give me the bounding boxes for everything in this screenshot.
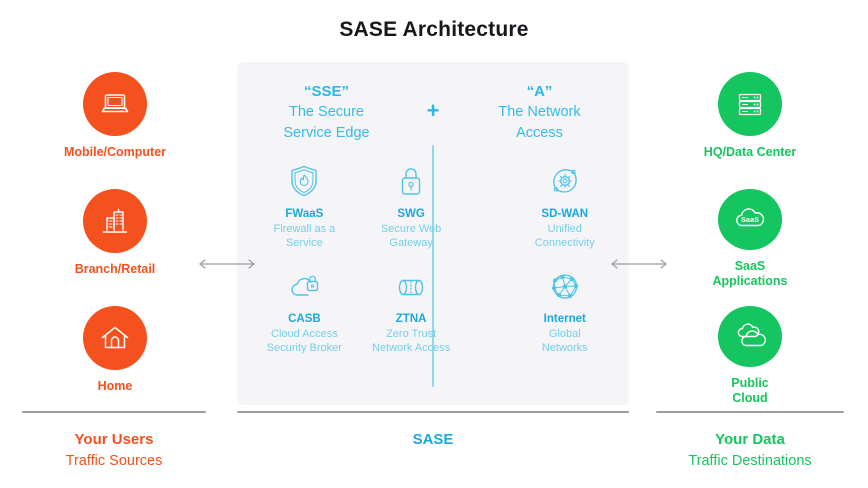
tile-desc: Cloud Access Security Broker [266,328,342,355]
tile-sd-wan[interactable]: SD-WAN Unified Connectivity [501,162,630,250]
node-mobile-computer[interactable]: Mobile/Computer [30,72,200,172]
tile-name: Internet [543,313,586,326]
gear-orbit-icon [501,162,630,200]
tile-swg[interactable]: SWG Secure Web Gateway [358,162,465,250]
tunnel-icon [358,267,465,305]
traffic-destinations-column: HQ/Data Center SaaS SaaS Applications Pu… [650,72,850,406]
node-hq-data-center[interactable]: HQ/Data Center [665,72,835,172]
tile-fwaas[interactable]: FWaaS Firewall as a Service [251,162,358,250]
cloud-lock-icon [251,267,358,305]
footer-title: Your Data [715,431,785,448]
tile-desc: Secure Web Gateway [380,223,442,250]
heading-sse-quoted: “SSE” [303,83,349,100]
network-globe-icon [501,267,630,305]
tile-desc: Zero Trust Network Access [372,328,451,355]
tile-casb[interactable]: CASB Cloud Access Security Broker [251,267,358,355]
tile-name: ZTNA [395,313,427,326]
footer-traffic-destinations: Your Data Traffic Destinations [656,411,844,470]
node-public-cloud[interactable]: Public Cloud [665,306,835,406]
node-saas-applications[interactable]: SaaS SaaS Applications [665,189,835,289]
page-title: SASE Architecture [339,18,529,41]
footer-traffic-sources: Your Users Traffic Sources [22,411,206,470]
heading-sse: “SSE” The Secure Service Edge [237,81,416,143]
office-buildings-icon [83,189,147,253]
tile-desc: Firewall as a Service [273,223,336,250]
node-label: Public Cloud [731,375,769,405]
node-label: Mobile/Computer [63,145,167,159]
tile-ztna[interactable]: ZTNA Zero Trust Network Access [358,267,465,355]
tile-row: FWaaS Firewall as a Service SWG Secure W… [237,162,629,250]
node-home[interactable]: Home [30,306,200,406]
saas-cloud-icon: SaaS [718,189,782,250]
heading-access-sub: The Network Access [498,104,581,141]
footer-divider [237,411,629,413]
traffic-sources-column: Mobile/Computer Branch/Retail [15,72,215,406]
sase-panel: “SSE” The Secure Service Edge + “A” The … [237,62,629,405]
server-rack-icon [718,72,782,136]
laptop-icon [83,72,147,136]
node-label: Branch/Retail [74,262,156,276]
node-branch-retail[interactable]: Branch/Retail [30,189,200,289]
footer-divider [22,411,206,413]
public-cloud-icon [718,306,782,367]
node-label: HQ/Data Center [703,145,797,159]
tile-name: SD-WAN [541,208,589,220]
tile-name: FWaaS [285,208,324,220]
panel-vertical-divider [432,145,434,387]
panel-tiles: FWaaS Firewall as a Service SWG Secure W… [237,162,629,355]
panel-headings: “SSE” The Secure Service Edge + “A” The … [237,81,629,143]
tile-internet[interactable]: Internet Global Networks [501,267,630,355]
heading-sse-sub: The Secure Service Edge [283,104,370,141]
shield-flame-icon [251,162,358,200]
svg-text:SaaS: SaaS [741,215,759,224]
footer-subtitle: Traffic Sources [65,452,163,469]
tile-desc: Global Networks [541,328,588,355]
heading-access: “A” The Network Access [450,81,629,143]
padlock-icon [358,162,465,200]
tile-name: SWG [397,208,425,220]
footer-sase: SASE [237,411,629,452]
bidirectional-arrow-right [608,256,670,272]
node-label: Home [97,379,133,393]
tile-desc: Unified Connectivity [534,223,595,250]
heading-access-quoted: “A” [526,83,553,100]
house-icon [83,306,147,370]
footer-subtitle: Traffic Destinations [688,452,812,469]
plus-symbol: + [426,98,440,123]
footer-divider [656,411,844,413]
footer-title: Your Users [74,431,154,448]
node-label: SaaS Applications [712,258,788,288]
bidirectional-arrow-left [196,256,258,272]
tile-row: CASB Cloud Access Security Broker ZTNA [237,267,629,355]
tile-name: CASB [288,313,321,326]
footer-title: SASE [412,431,454,448]
